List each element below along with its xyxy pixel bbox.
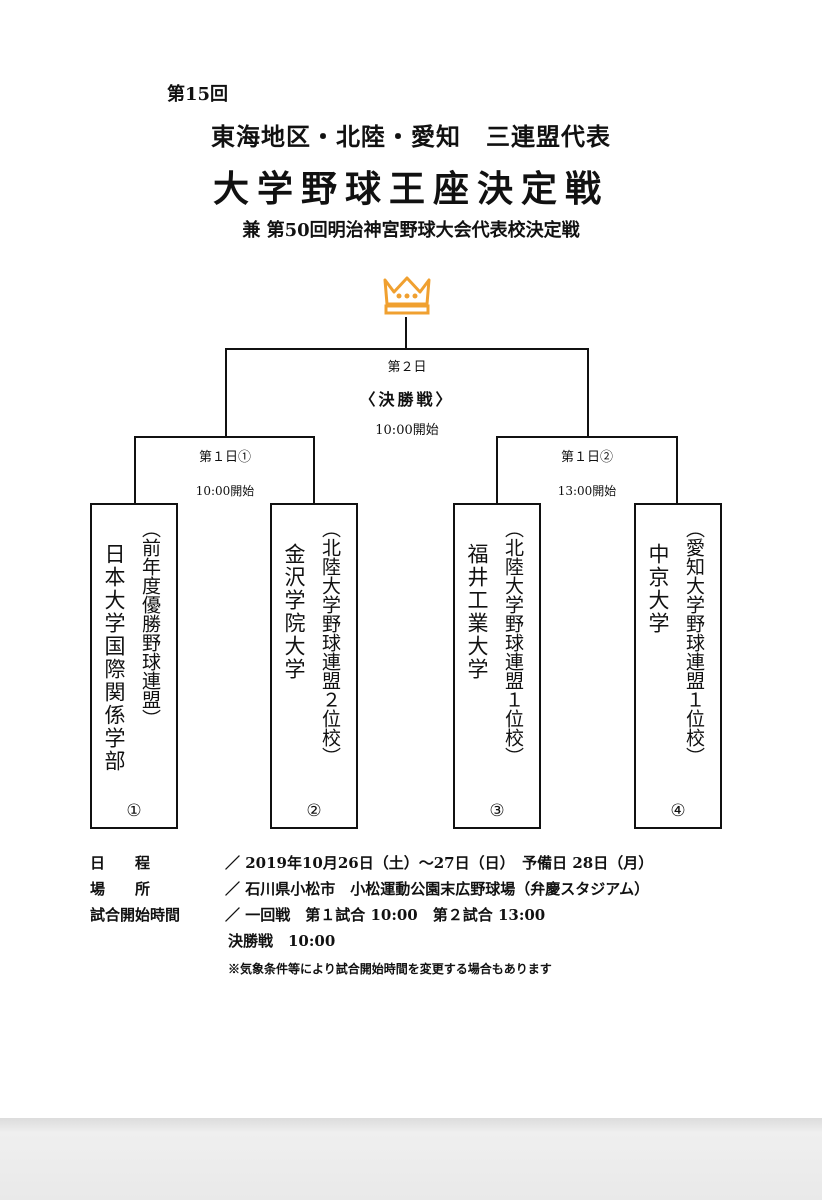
- team-name: 日本大学国際関係学部: [102, 543, 126, 773]
- edition-label: 第15回: [167, 84, 229, 105]
- start-time-value: ／ 一回戦 第１試合 10:00 第２試合 13:00: [225, 906, 546, 924]
- venue-label: 場 所: [90, 880, 151, 898]
- semi2-left-drop: [496, 436, 498, 504]
- final-time: 10:00開始: [375, 423, 439, 438]
- final-left-drop: [225, 348, 227, 437]
- team-league: （愛知大学野球連盟１位校）: [683, 519, 705, 766]
- team-box-4: 中京大学 （愛知大学野球連盟１位校） ④: [634, 503, 722, 829]
- semi1-time: 10:00開始: [195, 484, 255, 498]
- weather-note: ※気象条件等により試合開始時間を変更する場合もあります: [228, 962, 552, 976]
- seed-number: ③: [489, 801, 505, 821]
- semi1-left-drop: [134, 436, 136, 504]
- title-line1: 東海地区・北陸・愛知 三連盟代表: [211, 122, 611, 151]
- team-name: 中京大学: [646, 543, 670, 635]
- venue-value: ／ 石川県小松市 小松運動公園末広野球場（弁慶スタジアム）: [225, 880, 650, 898]
- document-page: 第15回 東海地区・北陸・愛知 三連盟代表 大学野球王座決定戦 兼 第50回明治…: [0, 0, 822, 1118]
- schedule-value: ／ 2019年10月26日（土）～27日（日） 予備日 28日（月）: [225, 854, 654, 872]
- crown-connector: [405, 317, 407, 349]
- semi2-day: 第１日②: [560, 450, 613, 465]
- semi1-day: 第１日①: [198, 450, 251, 465]
- team-box-2: 金沢学院大学 （北陸大学野球連盟２位校） ②: [270, 503, 358, 829]
- crown-icon: [383, 276, 431, 315]
- semi1-bar: [134, 436, 315, 438]
- seed-number: ①: [126, 801, 142, 821]
- final-time-row: 決勝戦 10:00: [228, 932, 336, 950]
- subtitle: 兼 第50回明治神宮野球大会代表校決定戦: [242, 220, 580, 241]
- team-name: 福井工業大学: [465, 543, 489, 681]
- team-league: （北陸大学野球連盟１位校）: [502, 519, 524, 766]
- seed-number: ②: [306, 801, 322, 821]
- semi2-bar: [496, 436, 678, 438]
- semi1-right-drop: [313, 436, 315, 504]
- semi2-time: 13:00開始: [557, 484, 617, 498]
- start-time-label: 試合開始時間: [90, 906, 181, 924]
- schedule-label: 日 程: [90, 854, 151, 872]
- final-right-drop: [587, 348, 589, 437]
- final-day: 第２日: [387, 360, 427, 375]
- schedule-row: 日 程 ／ 2019年10月26日（土）～27日（日） 予備日 28日（月）: [90, 852, 653, 873]
- team-box-1: 日本大学国際関係学部 （前年度優勝野球連盟） ①: [90, 503, 178, 829]
- team-league: （北陸大学野球連盟２位校）: [319, 519, 341, 766]
- team-name: 金沢学院大学: [282, 543, 306, 681]
- team-league: （前年度優勝野球連盟）: [139, 519, 161, 728]
- final-bar: [225, 348, 589, 350]
- semi2-right-drop: [676, 436, 678, 504]
- final-name: 〈決勝戦〉: [359, 390, 455, 409]
- page-background: [0, 1118, 822, 1200]
- venue-row: 場 所 ／ 石川県小松市 小松運動公園末広野球場（弁慶スタジアム）: [90, 878, 649, 899]
- start-time-row: 試合開始時間 ／ 一回戦 第１試合 10:00 第２試合 13:00: [90, 904, 545, 925]
- main-title: 大学野球王座決定戦: [212, 168, 609, 210]
- seed-number: ④: [670, 801, 686, 821]
- team-box-3: 福井工業大学 （北陸大学野球連盟１位校） ③: [453, 503, 541, 829]
